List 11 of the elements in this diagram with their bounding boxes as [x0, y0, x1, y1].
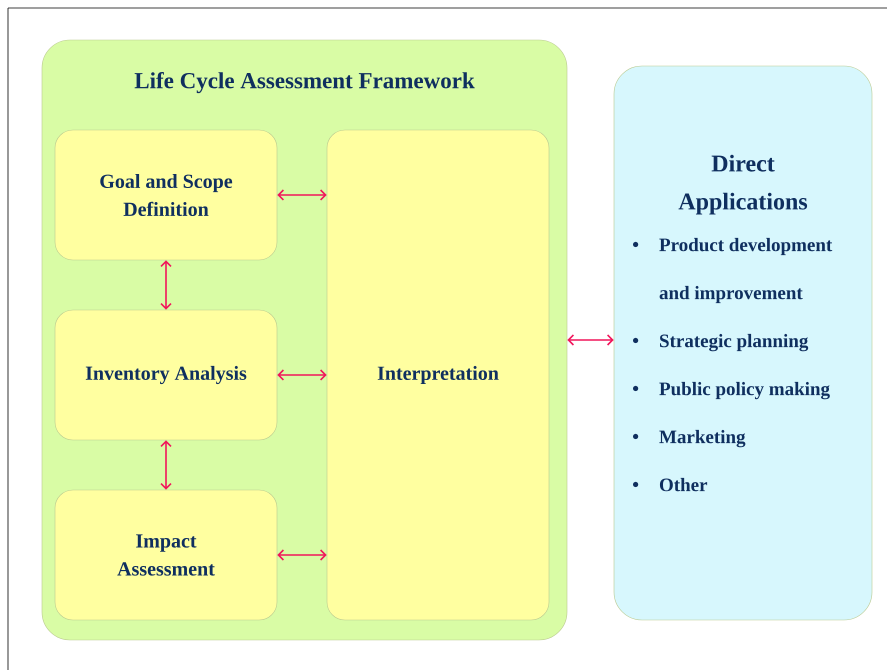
stage-box: Impact Assessment [54, 490, 278, 620]
applications-box: Direct Applications Product development and improvement Strategic planning Public policy making Marketing Other [614, 66, 872, 620]
arrow [567, 334, 614, 346]
arrow [277, 549, 327, 561]
stage-box: Inventory Analysis [54, 310, 278, 440]
arrow [160, 260, 172, 310]
arrow [160, 440, 172, 490]
stage-box: Goal and Scope Definition [54, 130, 278, 260]
arrow [277, 189, 327, 201]
stage-box: Interpretation [326, 130, 550, 620]
arrow [277, 369, 327, 381]
